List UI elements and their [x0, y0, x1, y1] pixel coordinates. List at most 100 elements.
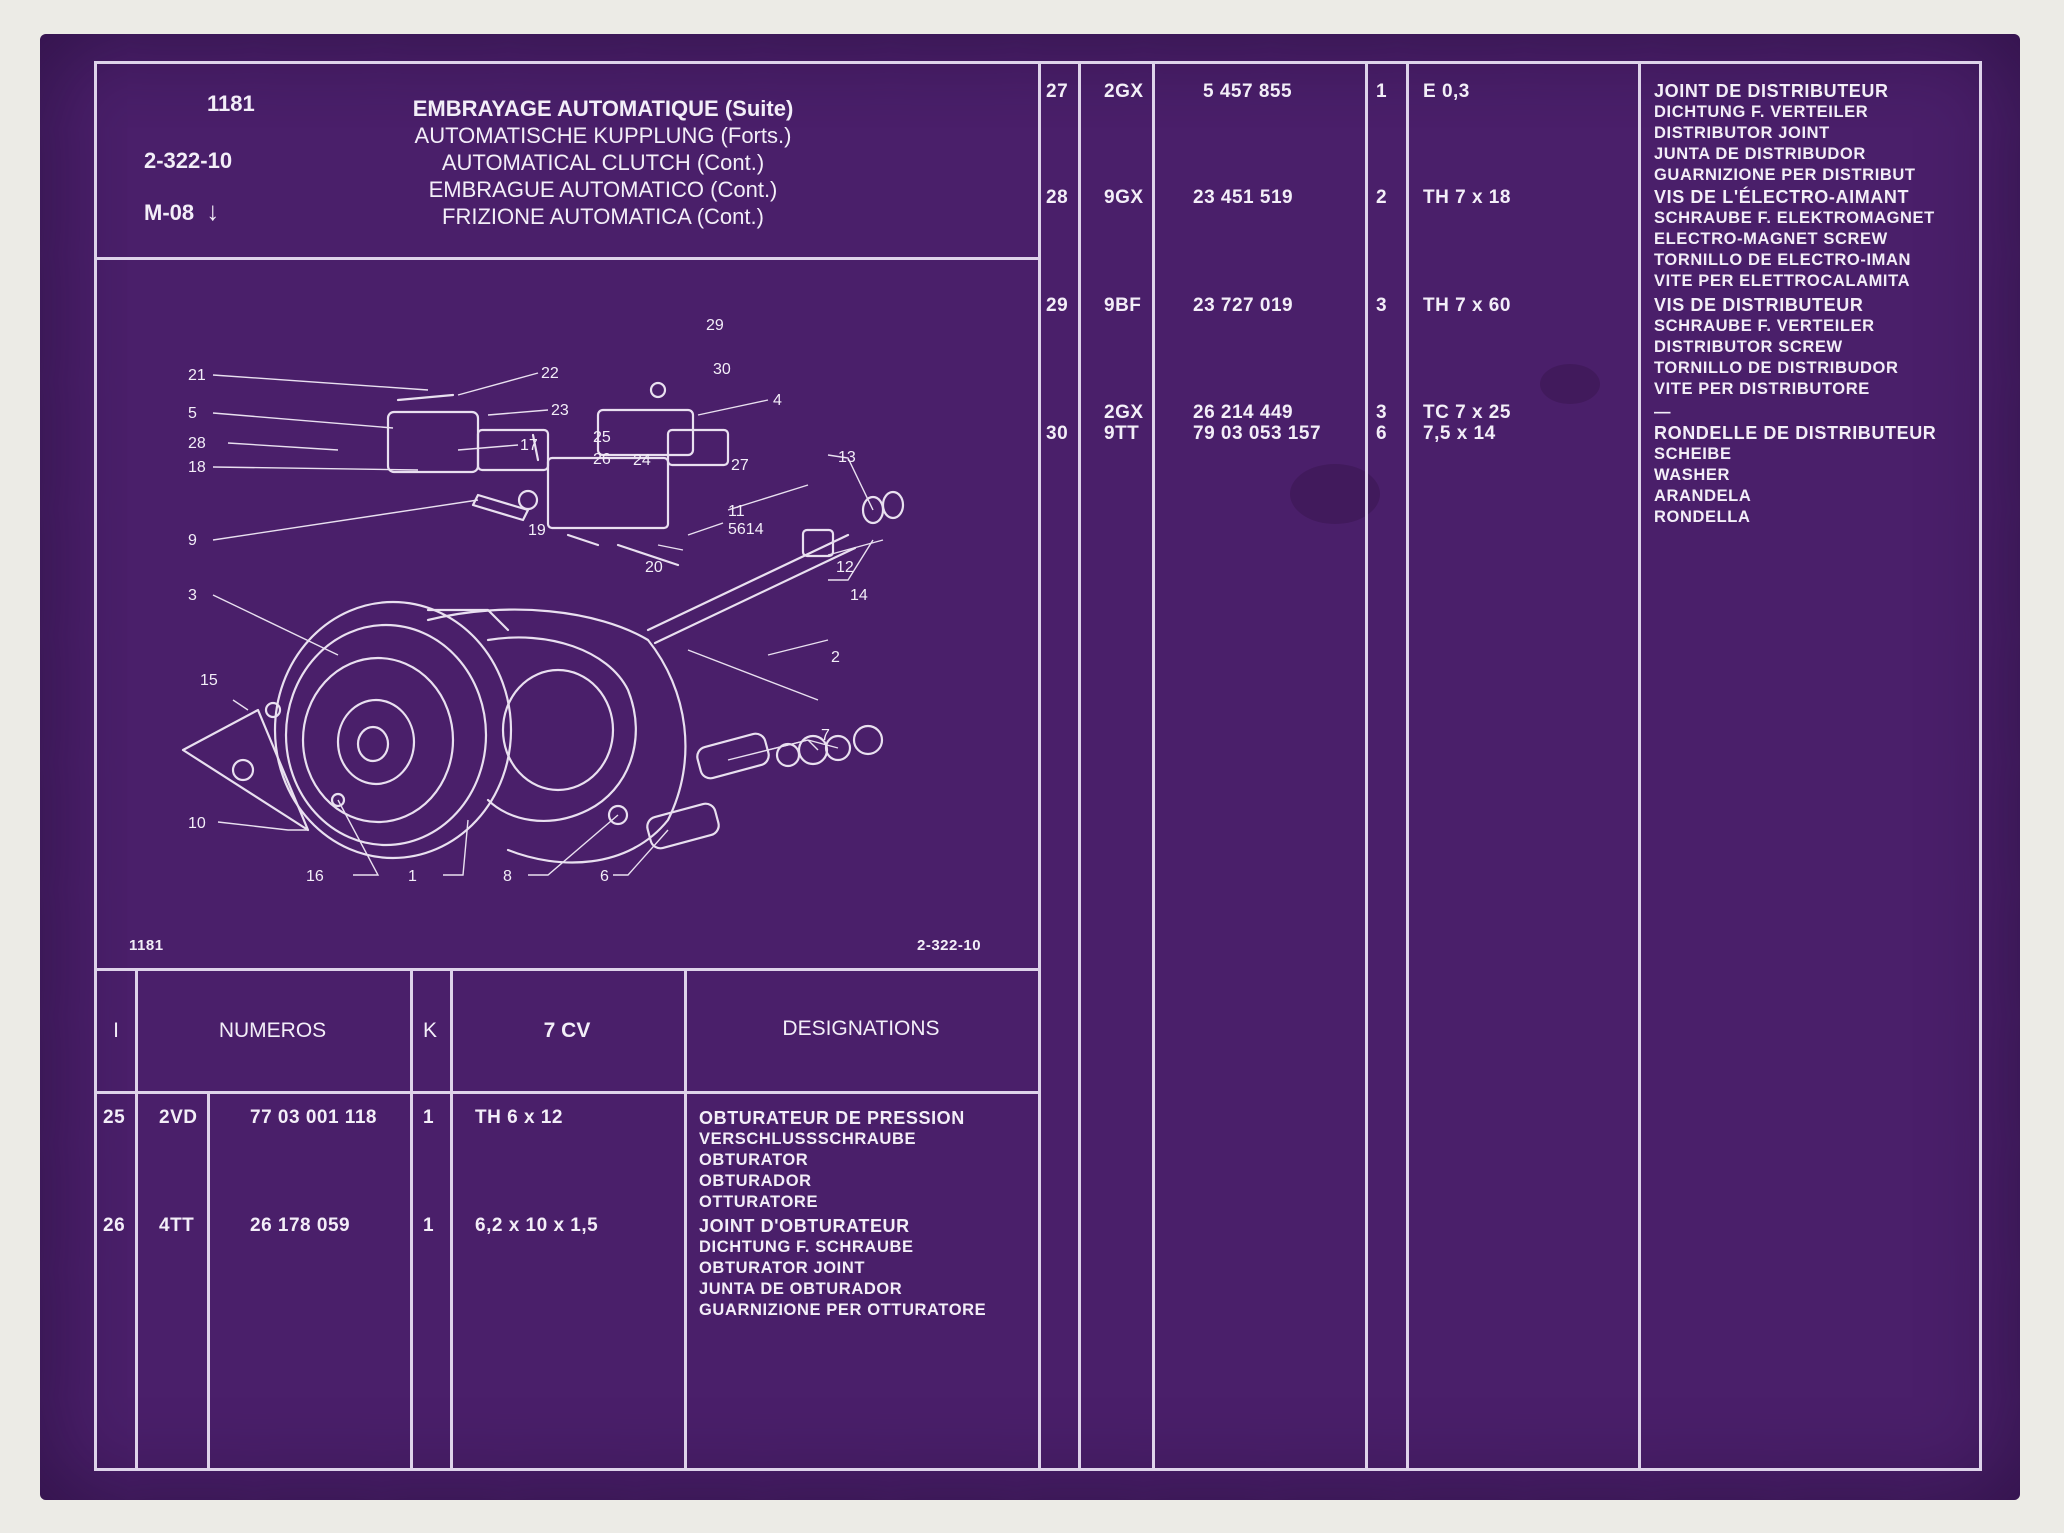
callout-13: 13	[838, 449, 856, 466]
callout-7: 7	[821, 727, 830, 744]
designation-de: DICHTUNG F. VERTEILER	[1654, 103, 1869, 121]
callout-5: 5	[188, 405, 197, 422]
callout-1: 1	[408, 868, 417, 885]
row-part-number: 23 451 519	[1193, 187, 1294, 208]
designation-de: VERSCHLUSSSCHRAUBE	[699, 1130, 917, 1148]
designation-en: OBTURATOR JOINT	[699, 1259, 866, 1277]
figure-caption-right: 2-322-10	[917, 937, 982, 954]
row-part-number: 5 457 855	[1203, 81, 1293, 102]
col-header-designations: DESIGNATIONS	[782, 1017, 940, 1040]
row-code: 2GX	[1104, 402, 1144, 423]
callout-20: 20	[645, 559, 663, 576]
row-dimension-2: 7,5 x 14	[1423, 423, 1496, 444]
row-designations: JOINT D'OBTURATEUR DICHTUNG F. SCHRAUBE …	[699, 1216, 986, 1321]
callout-3: 3	[188, 587, 197, 604]
row-dimension: TH 7 x 18	[1423, 187, 1511, 208]
row-designations: — RONDELLE DE DISTRIBUTEUR SCHEIBE WASHE…	[1654, 402, 1936, 528]
row-designations: OBTURATEUR DE PRESSION VERSCHLUSSSCHRAUB…	[699, 1108, 965, 1213]
designation-it: OTTURATORE	[699, 1193, 819, 1211]
callout-24: 24	[633, 452, 651, 469]
row-dimension: 6,2 x 10 x 1,5	[475, 1215, 599, 1236]
row-code: 4TT	[159, 1215, 195, 1236]
callout-12: 12	[836, 559, 854, 576]
callout-2: 2	[831, 649, 840, 666]
designation-de: DICHTUNG F. SCHRAUBE	[699, 1238, 914, 1256]
model-code: M-08 ↓	[144, 196, 220, 226]
title-fr: EMBRAYAGE AUTOMATIQUE (Suite)	[412, 96, 794, 121]
callout-23: 23	[551, 402, 569, 419]
divider	[410, 968, 413, 1468]
stain	[1540, 364, 1600, 404]
designation-de: SCHRAUBE F. VERTEILER	[1654, 317, 1875, 335]
designation-it: RONDELLA	[1654, 508, 1751, 526]
photo-slide	[40, 34, 2020, 1500]
divider	[207, 1091, 210, 1468]
designation-en: ELECTRO-MAGNET SCREW	[1654, 230, 1888, 248]
callout-27: 27	[731, 457, 749, 474]
figure-caption-left: 1181	[129, 937, 164, 954]
callout-15: 15	[200, 672, 218, 689]
designation-de: SCHEIBE	[1654, 445, 1732, 463]
callout-9: 9	[188, 532, 197, 549]
designation-fr: VIS DE DISTRIBUTEUR	[1654, 295, 1864, 315]
divider	[1038, 64, 1041, 1468]
col-header-k: K	[422, 1019, 437, 1042]
row-qty: 2	[1376, 187, 1388, 208]
row-dimension: TC 7 x 25	[1423, 402, 1511, 423]
row-code-2: 9TT	[1104, 423, 1140, 444]
title-de: AUTOMATISCHE KUPPLUNG (Forts.)	[414, 123, 792, 148]
divider	[97, 257, 1041, 260]
divider	[684, 968, 687, 1468]
row-index: 30	[1046, 423, 1069, 444]
divider	[1638, 64, 1641, 1468]
parts-sheet: 1181 2-322-10 M-08 ↓ EMBRAYAGE AUTOMATIQ…	[94, 61, 1982, 1471]
section-titles: EMBRAYAGE AUTOMATIQUE (Suite) AUTOMATISC…	[393, 95, 813, 230]
group-code: 2-322-10	[144, 148, 233, 173]
divider	[97, 968, 1041, 971]
row-dimension: TH 6 x 12	[475, 1107, 563, 1128]
divider	[450, 968, 453, 1468]
row-qty: 1	[423, 1107, 435, 1128]
divider	[1078, 64, 1081, 1468]
row-index: 28	[1046, 187, 1069, 208]
row-qty-2: 6	[1376, 423, 1388, 444]
title-en: AUTOMATICAL CLUTCH (Cont.)	[441, 150, 765, 175]
row-qty: 3	[1376, 402, 1388, 423]
callout-22: 22	[541, 365, 559, 382]
divider	[1365, 64, 1368, 1468]
col-header-index: I	[113, 1019, 119, 1042]
page-code: 1181	[207, 91, 255, 116]
callout-16: 16	[306, 868, 324, 885]
row-part-number: 26 178 059	[250, 1215, 351, 1236]
callout-11: 11	[728, 503, 745, 520]
row-part-number: 23 727 019	[1193, 295, 1294, 316]
divider	[1406, 64, 1409, 1468]
row-index: 29	[1046, 295, 1069, 316]
title-es: EMBRAGUE AUTOMATICO (Cont.)	[428, 177, 778, 202]
callout-4: 4	[773, 392, 782, 409]
callout-19: 19	[528, 522, 546, 539]
row-code: 9BF	[1104, 295, 1142, 316]
row-index: 27	[1046, 81, 1069, 102]
row-part-number: 26 214 449	[1193, 402, 1294, 423]
divider	[97, 1091, 1041, 1094]
col-header-numbers: NUMEROS	[218, 1019, 327, 1042]
divider	[1979, 64, 1982, 1468]
designation-es: JUNTA DE DISTRIBUDOR	[1654, 145, 1866, 163]
col-header-variant: 7 CV	[543, 1019, 591, 1042]
arrow-down-icon: ↓	[206, 196, 220, 226]
callout-8: 8	[503, 868, 512, 885]
designation-en: DISTRIBUTOR JOINT	[1654, 124, 1830, 142]
row-qty: 1	[1376, 81, 1388, 102]
diagram-callouts: 21 22 5 23 28 17 18 25 26 24 30 29 4 13 …	[188, 317, 868, 885]
designation-es: OBTURADOR	[699, 1172, 812, 1190]
row-code: 2GX	[1104, 81, 1144, 102]
row-part-number: 77 03 001 118	[250, 1107, 377, 1128]
designation-it: GUARNIZIONE PER OTTURATORE	[699, 1301, 987, 1319]
title-it: FRIZIONE AUTOMATICA (Cont.)	[442, 204, 764, 229]
callout-26: 26	[593, 451, 611, 468]
designation-en: DISTRIBUTOR SCREW	[1654, 338, 1843, 356]
row-index: 26	[103, 1215, 126, 1236]
row-index: 25	[103, 1107, 126, 1128]
clutch-diagram: 21 22 5 23 28 17 18 25 26 24 30 29 4 13 …	[181, 317, 905, 885]
